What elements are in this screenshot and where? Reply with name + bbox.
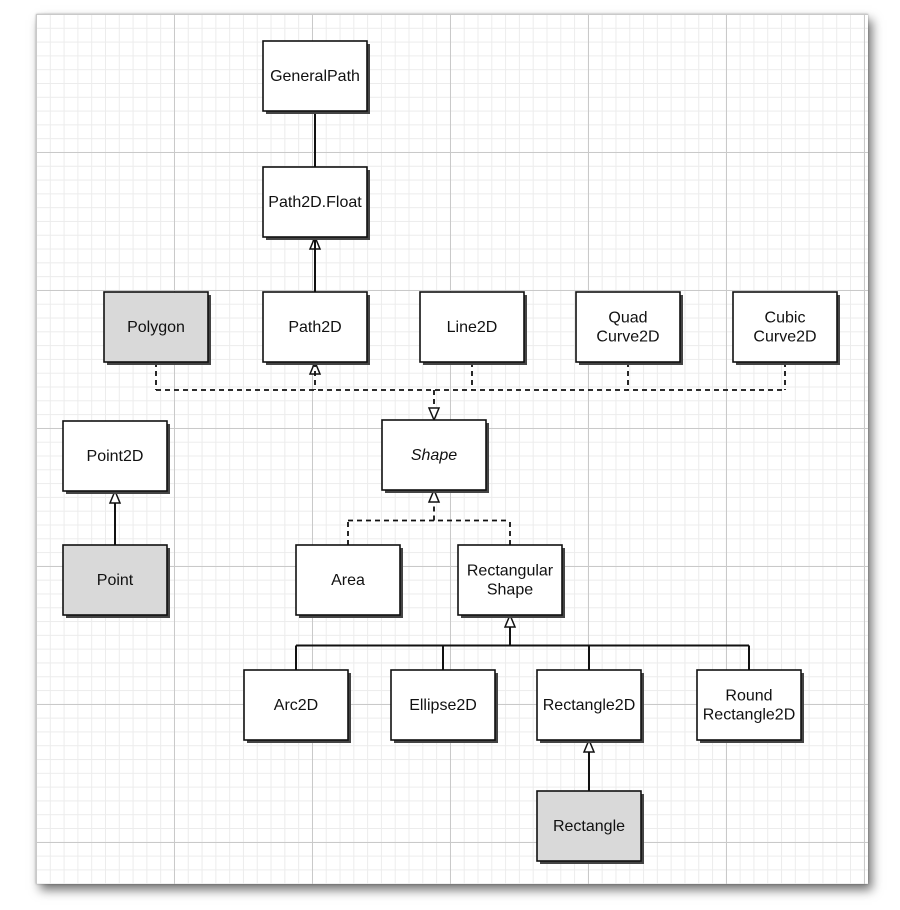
class-label-roundrectangle2d: Round <box>725 688 772 705</box>
box-frame-cubiccurve2d <box>732 291 838 363</box>
class-box-line2d: Line2D <box>419 291 527 365</box>
class-label-rectangularshape: Shape <box>487 582 533 599</box>
box-frame-polygon <box>103 291 209 363</box>
box-frame-rectangle <box>536 790 642 862</box>
class-label-cubiccurve2d: Cubic <box>765 310 806 327</box>
class-label-quadcurve2d: Quad <box>608 310 647 327</box>
class-label-polygon: Polygon <box>127 319 185 336</box>
box-frame-line2d <box>419 291 525 363</box>
class-label-path2d: Path2D <box>288 319 341 336</box>
class-box-shape: Shape <box>381 419 489 493</box>
arrowhead-rectangle2d-6 <box>582 738 596 753</box>
box-frame-point2d <box>62 420 168 492</box>
class-label-point: Point <box>97 572 134 589</box>
arrowhead-rectangularshape-5 <box>503 613 517 628</box>
arrowhead-point2d-4 <box>108 489 122 504</box>
box-frame-ellipse2d <box>390 669 496 741</box>
class-label-rectangularshape: Rectangular <box>467 563 554 580</box>
class-box-rectangle2d: Rectangle2D <box>536 669 644 743</box>
class-box-point: Point <box>62 544 170 618</box>
box-frame-area <box>295 544 401 616</box>
class-label-line2d: Line2D <box>447 319 498 336</box>
arrowhead-shape-3 <box>427 488 441 503</box>
class-box-path2d: Path2D <box>262 291 370 365</box>
box-frame-shape <box>381 419 487 491</box>
class-label-rectangle2d: Rectangle2D <box>543 697 636 714</box>
class-label-quadcurve2d: Curve2D <box>596 329 659 346</box>
class-label-arc2d: Arc2D <box>274 697 318 714</box>
class-label-path2d-float: Path2D.Float <box>268 194 362 211</box>
box-frame-point <box>62 544 168 616</box>
class-label-roundrectangle2d: Rectangle2D <box>703 707 796 724</box>
box-frame-path2d-float <box>262 166 368 238</box>
box-frame-path2d <box>262 291 368 363</box>
box-frame-arc2d <box>243 669 349 741</box>
class-box-path2d-float: Path2D.Float <box>262 166 370 240</box>
class-box-area: Area <box>295 544 403 618</box>
class-box-ellipse2d: Ellipse2D <box>390 669 498 743</box>
arrowhead-shape-2 <box>427 407 441 422</box>
class-label-rectangle: Rectangle <box>553 818 625 835</box>
class-box-point2d: Point2D <box>62 420 170 494</box>
class-box-arc2d: Arc2D <box>243 669 351 743</box>
box-frame-quadcurve2d <box>575 291 681 363</box>
class-label-ellipse2d: Ellipse2D <box>409 697 477 714</box>
box-frame-rectangle2d <box>536 669 642 741</box>
class-box-generalpath: GeneralPath <box>262 40 370 114</box>
class-box-polygon: Polygon <box>103 291 211 365</box>
class-label-cubiccurve2d: Curve2D <box>753 329 816 346</box>
class-label-shape: Shape <box>411 447 457 464</box>
class-box-rectangle: Rectangle <box>536 790 644 864</box>
box-frame-rectangularshape <box>457 544 563 616</box>
box-frame-roundrectangle2d <box>696 669 802 741</box>
box-frame-generalpath <box>262 40 368 112</box>
class-label-point2d: Point2D <box>87 448 144 465</box>
class-label-area: Area <box>331 572 365 589</box>
class-label-generalpath: GeneralPath <box>270 68 360 85</box>
